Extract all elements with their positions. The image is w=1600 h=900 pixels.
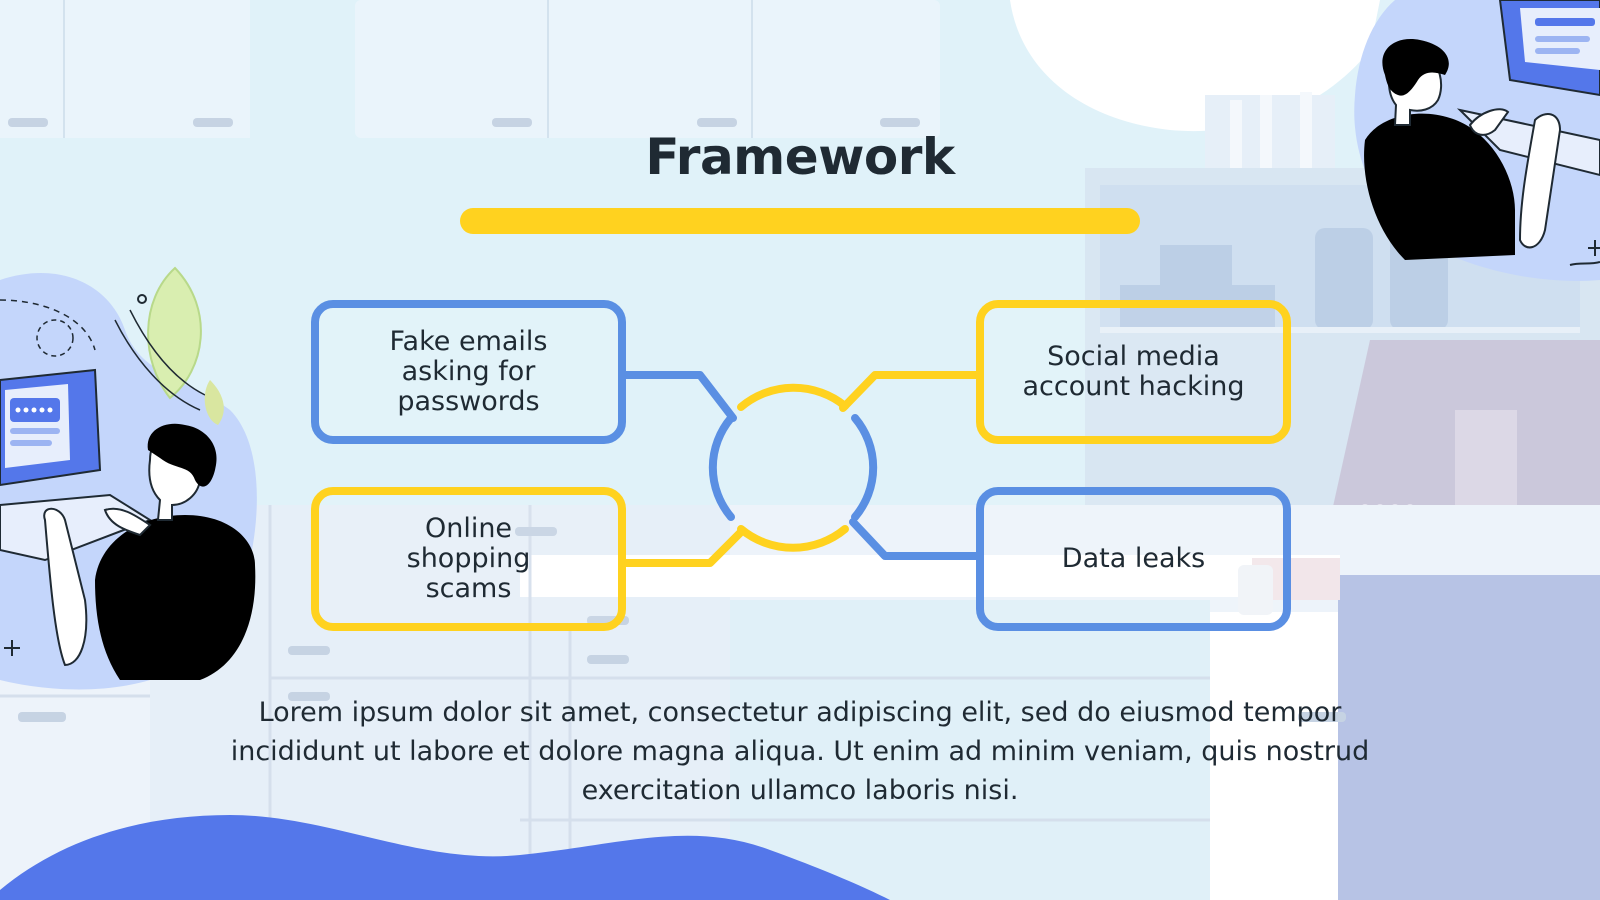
node-label: Fake emails asking for passwords [389, 326, 548, 417]
node-bottom-right: Data leaks [976, 487, 1291, 631]
body-paragraph: Lorem ipsum dolor sit amet, consectetur … [230, 697, 1370, 806]
node-label: Data leaks [1061, 543, 1206, 574]
node-top-left: Fake emails asking for passwords [311, 300, 626, 444]
page-title: Framework [645, 128, 955, 186]
node-top-right: Social media account hacking [976, 300, 1291, 444]
node-label: Online shopping scams [406, 513, 531, 604]
node-label: Social media account hacking [1022, 341, 1245, 402]
node-bottom-left: Online shopping scams [311, 487, 626, 631]
title-underline [460, 208, 1140, 234]
